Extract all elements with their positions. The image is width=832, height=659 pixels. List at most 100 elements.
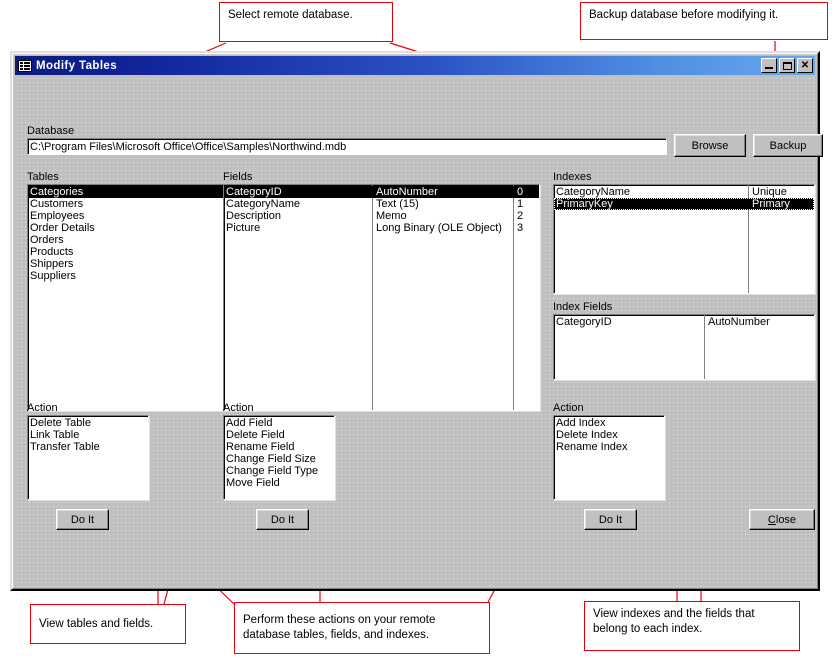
list-item[interactable]: Customers	[28, 198, 226, 210]
action-fields-label: Action	[223, 402, 254, 414]
fields-column-divider-1	[372, 185, 373, 410]
database-label: Database	[27, 125, 75, 137]
close-button-label: Close	[768, 514, 796, 526]
field-name: CategoryName	[226, 198, 300, 210]
do-it-fields-button[interactable]: Do It	[256, 509, 309, 530]
list-item[interactable]: Add Field	[224, 417, 334, 429]
list-item[interactable]: Rename Index	[554, 441, 664, 453]
index-kind: Primary	[752, 198, 790, 210]
list-item-label: Transfer Table	[30, 441, 100, 453]
do-it-indexes-button[interactable]: Do It	[584, 509, 637, 530]
index-kind: Unique	[752, 186, 787, 198]
list-item-label: Delete Table	[30, 417, 91, 429]
list-item[interactable]: Change Field Type	[224, 465, 334, 477]
table-grid-icon	[18, 59, 32, 72]
list-item[interactable]: Order Details	[28, 222, 226, 234]
tables-listbox[interactable]: Categories Customers Employees Order Det…	[27, 184, 227, 411]
index-fields-column-divider	[704, 315, 705, 379]
action-tables-listbox[interactable]: Delete Table Link Table Transfer Table	[27, 415, 149, 500]
fields-listbox[interactable]: CategoryID AutoNumber 0 CategoryName Tex…	[223, 184, 540, 411]
list-item-label: Rename Field	[226, 441, 295, 453]
minimize-button[interactable]	[761, 58, 777, 73]
list-item[interactable]: Link Table	[28, 429, 148, 441]
table-row[interactable]: Picture Long Binary (OLE Object) 3	[224, 222, 539, 234]
fields-label: Fields	[223, 171, 253, 183]
list-item-label: Products	[30, 246, 74, 258]
action-fields-listbox[interactable]: Add Field Delete Field Rename Field Chan…	[223, 415, 335, 500]
field-position: 3	[517, 222, 524, 234]
close-button[interactable]: Close	[749, 509, 815, 530]
list-item[interactable]: Delete Field	[224, 429, 334, 441]
list-item[interactable]: Move Field	[224, 477, 334, 489]
list-item[interactable]: Categories	[28, 186, 226, 198]
callout-view-indexes: View indexes and the fields that belong …	[584, 601, 800, 651]
index-field-name: CategoryID	[556, 316, 612, 328]
list-item-label: Delete Field	[226, 429, 285, 441]
field-name: Description	[226, 210, 282, 222]
database-path-input[interactable]: C:\Program Files\Microsoft Office\Office…	[27, 138, 667, 155]
indexes-column-divider	[748, 185, 749, 293]
action-tables-list: Delete Table Link Table Transfer Table	[28, 416, 148, 453]
list-item-label: Categories	[30, 186, 84, 198]
window-client-area: Modify Tables ✕ Database C:\Program File…	[12, 53, 823, 589]
index-name: CategoryName	[556, 186, 630, 198]
title-bar[interactable]: Modify Tables ✕	[15, 56, 815, 75]
field-name: Picture	[226, 222, 261, 234]
field-position: 0	[517, 186, 524, 198]
do-it-tables-button[interactable]: Do It	[56, 509, 109, 530]
close-accelerator: C	[767, 513, 776, 526]
field-position: 2	[517, 210, 524, 222]
list-item[interactable]: Add Index	[554, 417, 664, 429]
indexes-label: Indexes	[553, 171, 592, 183]
list-item[interactable]: Delete Table	[28, 417, 148, 429]
list-item-label: Delete Index	[556, 429, 618, 441]
table-row[interactable]: PrimaryKey Primary	[554, 198, 814, 210]
backup-button[interactable]: Backup	[753, 134, 823, 157]
index-fields-listbox[interactable]: CategoryID AutoNumber	[553, 314, 815, 380]
list-item-label: Suppliers	[30, 270, 76, 282]
maximize-button[interactable]	[779, 58, 795, 73]
close-window-button[interactable]: ✕	[797, 58, 813, 73]
index-fields-label: Index Fields	[553, 301, 613, 313]
callout-select-remote-database: Select remote database.	[219, 2, 393, 42]
list-item[interactable]: Rename Field	[224, 441, 334, 453]
list-item-label: Customers	[30, 198, 84, 210]
fields-column-divider-2	[513, 185, 514, 410]
list-item[interactable]: Delete Index	[554, 429, 664, 441]
indexes-listbox[interactable]: CategoryName Unique PrimaryKey Primary	[553, 184, 815, 294]
table-row[interactable]: CategoryName Text (15) 1	[224, 198, 539, 210]
list-item[interactable]: Change Field Size	[224, 453, 334, 465]
callout-text: Backup database before modifying it.	[589, 9, 779, 21]
browse-button[interactable]: Browse	[674, 134, 746, 157]
action-indexes-listbox[interactable]: Add Index Delete Index Rename Index	[553, 415, 665, 500]
list-item-label: Link Table	[30, 429, 80, 441]
table-row[interactable]: CategoryID AutoNumber	[554, 316, 814, 328]
callout-text: View tables and fields.	[39, 617, 154, 630]
window-controls: ✕	[761, 58, 815, 73]
list-item[interactable]: Orders	[28, 234, 226, 246]
table-row[interactable]: CategoryName Unique	[554, 186, 814, 198]
field-type: Memo	[376, 210, 407, 222]
indexes-list: CategoryName Unique PrimaryKey Primary	[554, 185, 814, 210]
field-type: Text (15)	[376, 198, 419, 210]
field-type: Long Binary (OLE Object)	[376, 222, 502, 234]
list-item-label: Shippers	[30, 258, 74, 270]
field-name: CategoryID	[226, 186, 282, 198]
list-item[interactable]: Products	[28, 246, 226, 258]
list-item-label: Change Field Size	[226, 453, 316, 465]
fields-list: CategoryID AutoNumber 0 CategoryName Tex…	[224, 185, 539, 234]
callout-view-tables-fields: View tables and fields.	[30, 604, 186, 644]
index-field-type: AutoNumber	[708, 316, 770, 328]
list-item[interactable]: Employees	[28, 210, 226, 222]
callout-text: Select remote database.	[228, 9, 353, 21]
tables-label: Tables	[27, 171, 59, 183]
list-item[interactable]: Shippers	[28, 258, 226, 270]
list-item-label: Order Details	[30, 222, 95, 234]
list-item[interactable]: Transfer Table	[28, 441, 148, 453]
table-row[interactable]: CategoryID AutoNumber 0	[224, 186, 539, 198]
field-position: 1	[517, 198, 524, 210]
close-button-suffix: lose	[775, 513, 797, 526]
action-indexes-list: Add Index Delete Index Rename Index	[554, 416, 664, 453]
table-row[interactable]: Description Memo 2	[224, 210, 539, 222]
list-item[interactable]: Suppliers	[28, 270, 226, 282]
